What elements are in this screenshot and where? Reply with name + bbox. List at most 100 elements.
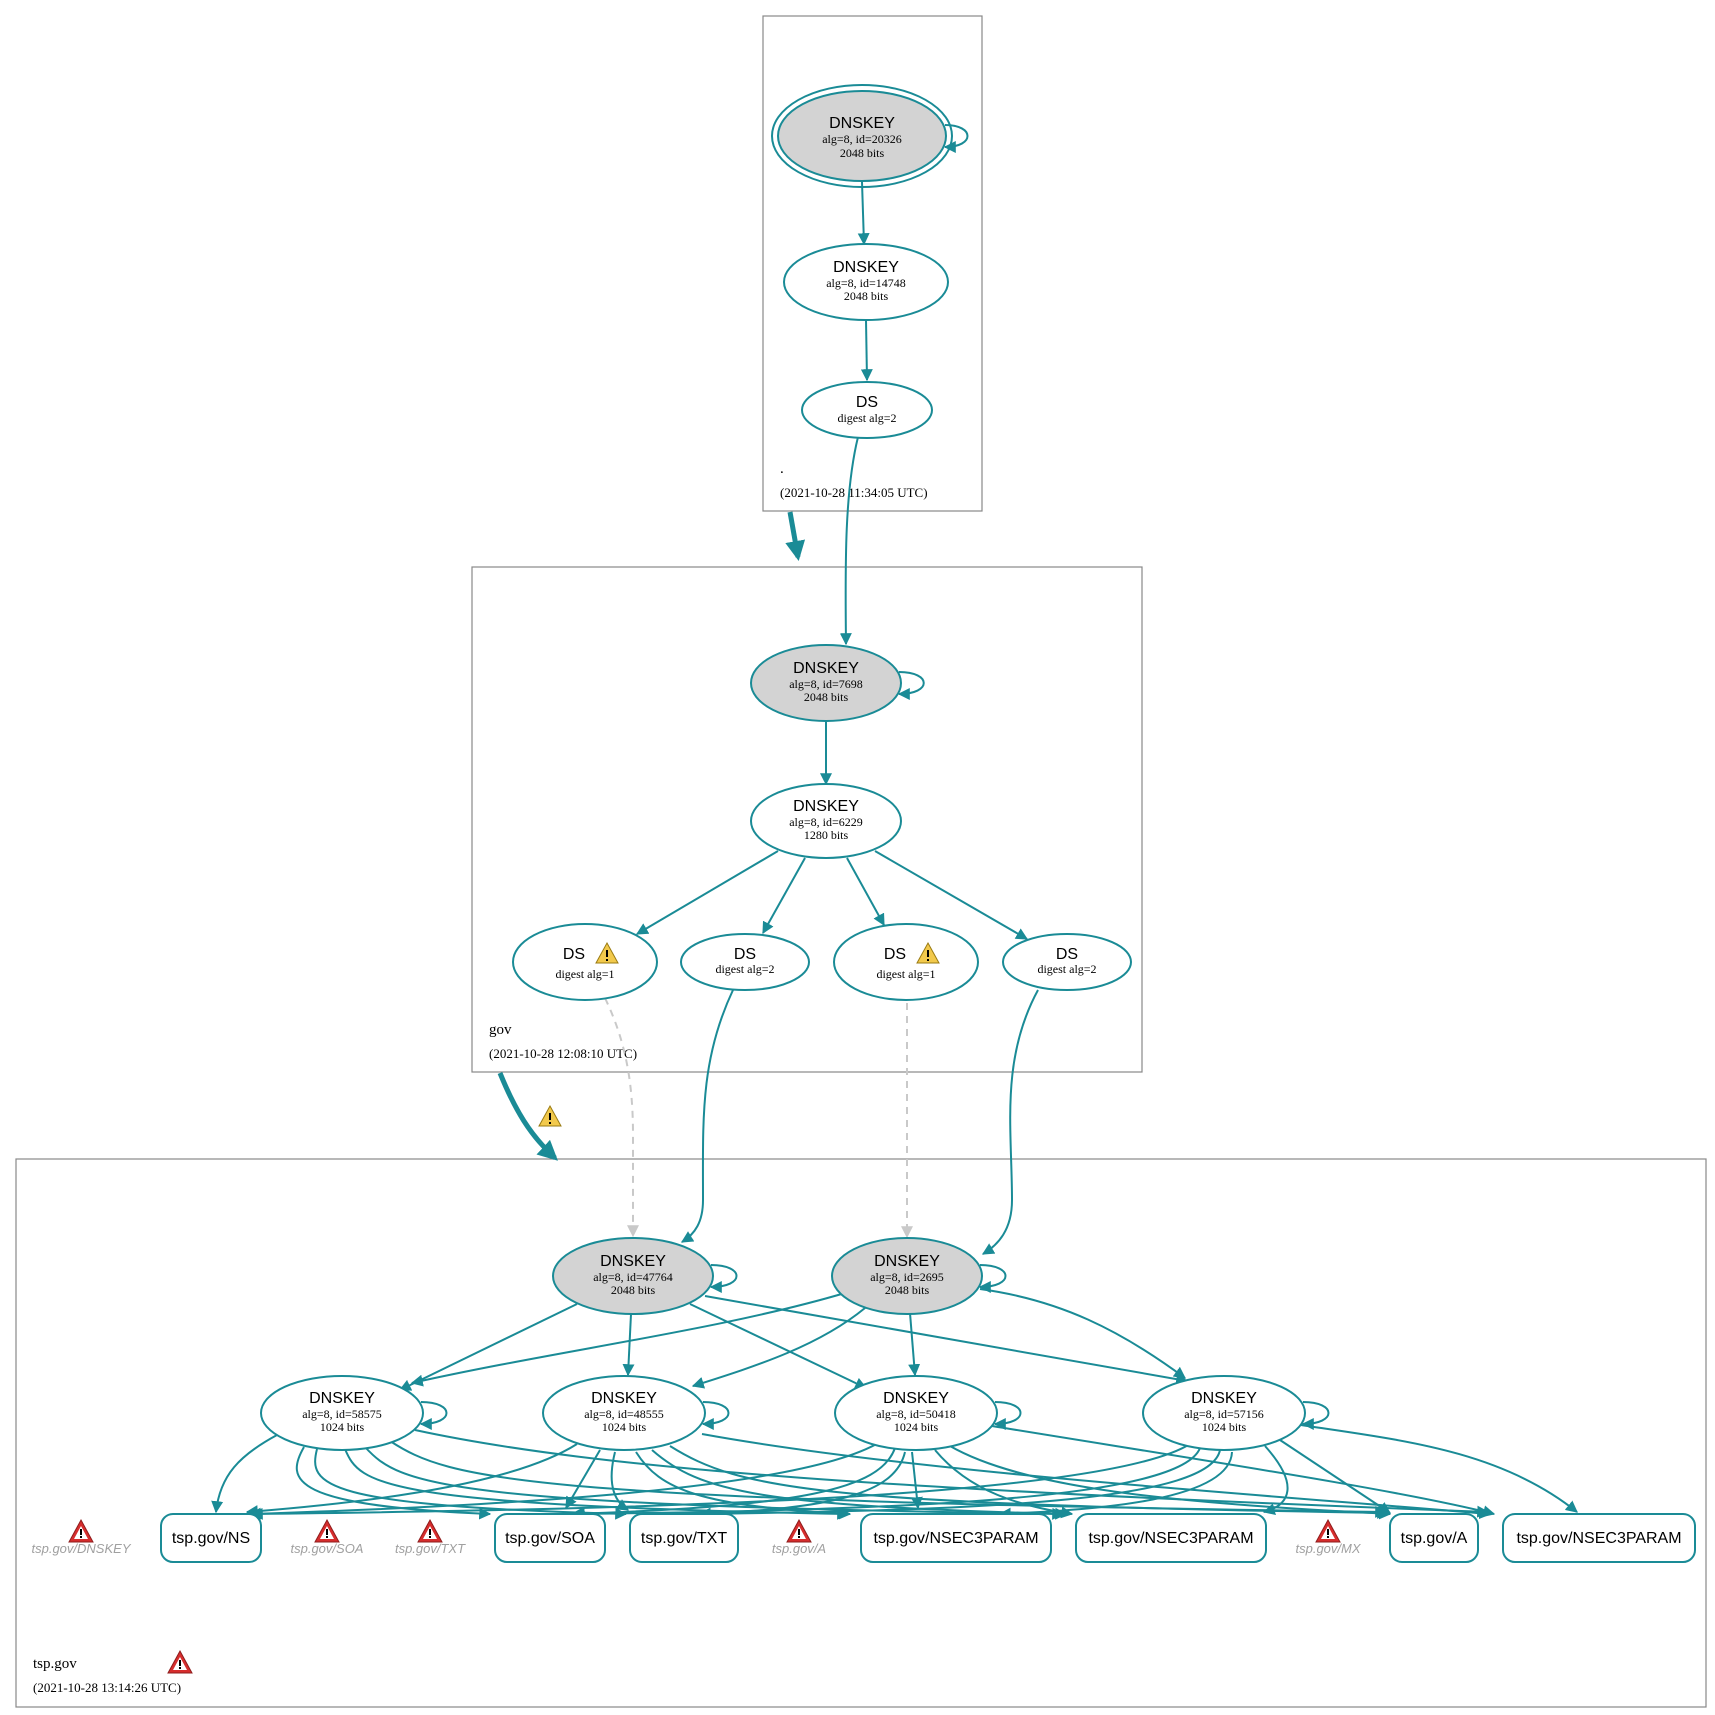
- node-detail: digest alg=1: [555, 967, 614, 981]
- zone-tsp-gov-timestamp: (2021-10-28 13:14:26 UTC): [33, 1680, 181, 1695]
- error-icon: [786, 1518, 812, 1543]
- dnskey-node[interactable]: DNSKEY alg=8, id=47764 2048 bits: [552, 1237, 738, 1315]
- trust-anchor-ring: [771, 84, 953, 188]
- edge-ksk47764-to-zsk57156: [704, 1295, 1189, 1386]
- errored-rrset[interactable]: tsp.gov/TXT: [395, 1518, 466, 1556]
- dnskey-node[interactable]: DNSKEY alg=8, id=2695 2048 bits: [831, 1237, 1007, 1315]
- errored-rrset[interactable]: tsp.gov/MX: [1295, 1518, 1362, 1556]
- edge-ksk20326-to-zsk14748: [857, 181, 870, 246]
- rrset-label: tsp.gov/NSEC3PARAM: [873, 1530, 1038, 1547]
- rrset-node[interactable]: tsp.gov/NSEC3PARAM: [860, 1513, 1052, 1563]
- rrset-node[interactable]: tsp.gov/TXT: [629, 1513, 739, 1563]
- errored-rrset[interactable]: tsp.gov/DNSKEY: [32, 1518, 132, 1556]
- rrset-node[interactable]: tsp.gov/A: [1389, 1513, 1479, 1563]
- zone-tsp-gov-name: tsp.gov: [33, 1656, 77, 1672]
- edge-zsk58575-to-nsec3param2: [364, 1446, 1065, 1520]
- ds-node[interactable]: DS digest alg=1: [512, 923, 658, 1001]
- edge-zsk58575-to-nsec3param3: [414, 1429, 1490, 1518]
- warning-icon: [538, 1104, 562, 1127]
- dnskey-node[interactable]: DNSKEY alg=8, id=58575 1024 bits: [260, 1375, 448, 1451]
- self-signature-loop: [419, 1401, 448, 1430]
- zone-root-box: [762, 15, 983, 512]
- node-detail: 1024 bits: [602, 1420, 647, 1434]
- node-detail: alg=8, id=14748: [826, 276, 906, 290]
- edge-ds2-to-ksk47764: [680, 989, 734, 1243]
- edge-zsk50418-to-ns: [248, 1441, 881, 1520]
- node-detail: alg=8, id=6229: [789, 815, 863, 829]
- node-detail: 2048 bits: [804, 690, 849, 704]
- rrset-node[interactable]: tsp.gov/NS: [160, 1513, 262, 1563]
- dnskey-node[interactable]: DNSKEY alg=8, id=7698 2048 bits: [750, 644, 925, 722]
- self-signature-loop: [1301, 1401, 1330, 1430]
- dnskey-node[interactable]: DNSKEY alg=8, id=20326 2048 bits: [771, 84, 969, 188]
- edge-ksk2695-to-zsk57156: [979, 1288, 1186, 1379]
- zone-gov-timestamp: (2021-10-28 12:08:10 UTC): [489, 1046, 637, 1061]
- edge-zsk57156-to-ns: [250, 1443, 1191, 1520]
- edge-ds1-to-ksk47764: [604, 997, 639, 1238]
- errored-rrset-label: tsp.gov/DNSKEY: [32, 1541, 132, 1556]
- zone-gov-name: gov: [489, 1022, 512, 1038]
- error-icon: [314, 1518, 340, 1543]
- rrset-node[interactable]: tsp.gov/NSEC3PARAM: [1075, 1513, 1267, 1563]
- errored-rrset[interactable]: tsp.gov/SOA: [291, 1518, 364, 1556]
- rrset-node[interactable]: tsp.gov/SOA: [494, 1513, 606, 1563]
- node-detail: alg=8, id=50418: [876, 1407, 956, 1421]
- dnskey-node[interactable]: DNSKEY alg=8, id=48555 1024 bits: [542, 1375, 730, 1451]
- rrset-node[interactable]: tsp.gov/NSEC3PARAM: [1502, 1513, 1696, 1563]
- node-detail: 1024 bits: [1202, 1420, 1247, 1434]
- edge-zsk48555-to-a: [669, 1445, 1390, 1519]
- node-title: DS: [734, 946, 756, 963]
- zone-tsp-gov-box: [15, 1158, 1707, 1708]
- self-signature-loop: [709, 1264, 738, 1293]
- node-detail: alg=8, id=58575: [302, 1407, 382, 1421]
- edge-ksk2695-to-zsk58575: [410, 1292, 846, 1387]
- node-title: DNSKEY: [793, 660, 859, 677]
- node-detail: alg=8, id=2695: [870, 1270, 944, 1284]
- delegation-gov-to-tsp-gov: [497, 1072, 558, 1161]
- edge-zsk48555-to-nsec3param1: [635, 1451, 852, 1520]
- edge-zsk57156-to-nsec3param1: [998, 1451, 1233, 1520]
- ds-node[interactable]: DS digest alg=2: [801, 381, 933, 439]
- edge-zsk50418-to-soa: [570, 1447, 896, 1520]
- error-icon: [417, 1518, 443, 1543]
- dnskey-node[interactable]: DNSKEY alg=8, id=14748 2048 bits: [783, 243, 949, 321]
- dnskey-node[interactable]: DNSKEY alg=8, id=6229 1280 bits: [750, 783, 902, 859]
- rrset-label: tsp.gov/A: [1401, 1530, 1468, 1547]
- ds-node[interactable]: DS digest alg=1: [833, 923, 979, 1001]
- warning-icon: [916, 941, 940, 964]
- edge-ds4-to-ksk2695: [981, 989, 1039, 1255]
- edge-zsk57156-to-nsec3param3: [1300, 1424, 1578, 1513]
- self-signature-loop: [897, 671, 925, 700]
- node-detail: alg=8, id=48555: [584, 1407, 664, 1421]
- edge-zsk58575-to-soa: [295, 1446, 492, 1520]
- node-detail: 2048 bits: [611, 1283, 656, 1297]
- node-detail: alg=8, id=47764: [593, 1270, 673, 1284]
- self-signature-loop: [993, 1401, 1022, 1430]
- dnskey-node[interactable]: DNSKEY alg=8, id=50418 1024 bits: [834, 1375, 1022, 1451]
- edge-ds-root-to-ksk7698: [839, 436, 859, 646]
- node-title: DS: [884, 946, 906, 963]
- ds-node[interactable]: DS digest alg=2: [1002, 933, 1132, 991]
- errored-rrset[interactable]: tsp.gov/A: [772, 1518, 826, 1556]
- node-detail: alg=8, id=20326: [822, 132, 902, 146]
- error-icon: [1315, 1518, 1341, 1543]
- node-title: DS: [563, 946, 585, 963]
- dnskey-node[interactable]: DNSKEY alg=8, id=57156 1024 bits: [1142, 1375, 1330, 1451]
- edge-ksk2695-to-zsk48555: [691, 1307, 866, 1389]
- ds-node[interactable]: DS digest alg=2: [680, 933, 810, 991]
- edge-zsk6229-to-ds1: [635, 850, 779, 935]
- node-title: DNSKEY: [883, 1390, 949, 1407]
- zone-tsp-gov: tsp.gov (2021-10-28 13:14:26 UTC): [15, 1158, 1707, 1708]
- node-detail: digest alg=2: [837, 411, 896, 425]
- error-icon: [167, 1649, 193, 1674]
- node-title: DNSKEY: [600, 1253, 666, 1270]
- errored-rrset-label: tsp.gov/TXT: [395, 1541, 466, 1556]
- zone-gov: gov (2021-10-28 12:08:10 UTC): [471, 566, 1143, 1073]
- edge-zsk48555-to-ns: [245, 1443, 578, 1518]
- edge-zsk6229-to-ds2: [762, 857, 806, 935]
- rrset-label: tsp.gov/NSEC3PARAM: [1516, 1530, 1681, 1547]
- edge-ksk47764-to-zsk58575: [398, 1303, 578, 1391]
- self-signature-loop: [978, 1264, 1007, 1293]
- edge-zsk50418-to-nsec3param1: [910, 1451, 923, 1510]
- errored-rrset-label: tsp.gov/SOA: [291, 1541, 364, 1556]
